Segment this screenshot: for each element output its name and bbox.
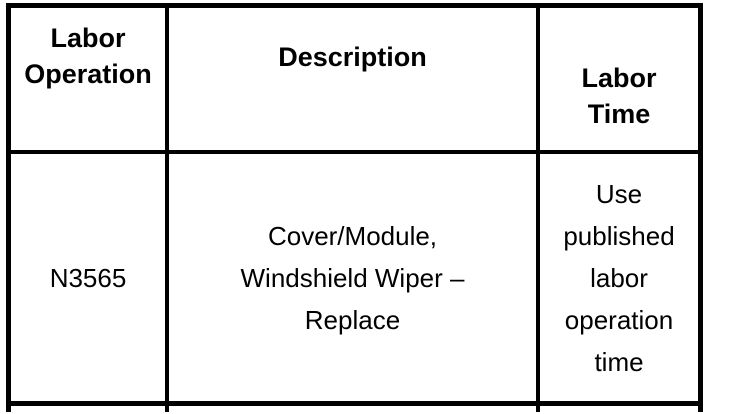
table-border-stub-column-divider-1 [165, 406, 169, 412]
header-cell-description: Description [169, 8, 540, 154]
table-border-stub-column-divider-2 [536, 406, 540, 412]
header-cell-labor-time: Labor Time [540, 8, 698, 154]
table-border-stub-left [6, 406, 11, 412]
cell-description: Cover/Module, Windshield Wiper – Replace [169, 154, 540, 401]
table-border-stub-right [698, 406, 703, 412]
cell-labor-operation-code: N3565 [11, 154, 169, 401]
labor-operation-table: Labor Operation Description Labor Time N… [6, 3, 703, 406]
cell-labor-time: Use published labor operation time [540, 154, 698, 401]
header-cell-labor-operation: Labor Operation [11, 8, 169, 154]
